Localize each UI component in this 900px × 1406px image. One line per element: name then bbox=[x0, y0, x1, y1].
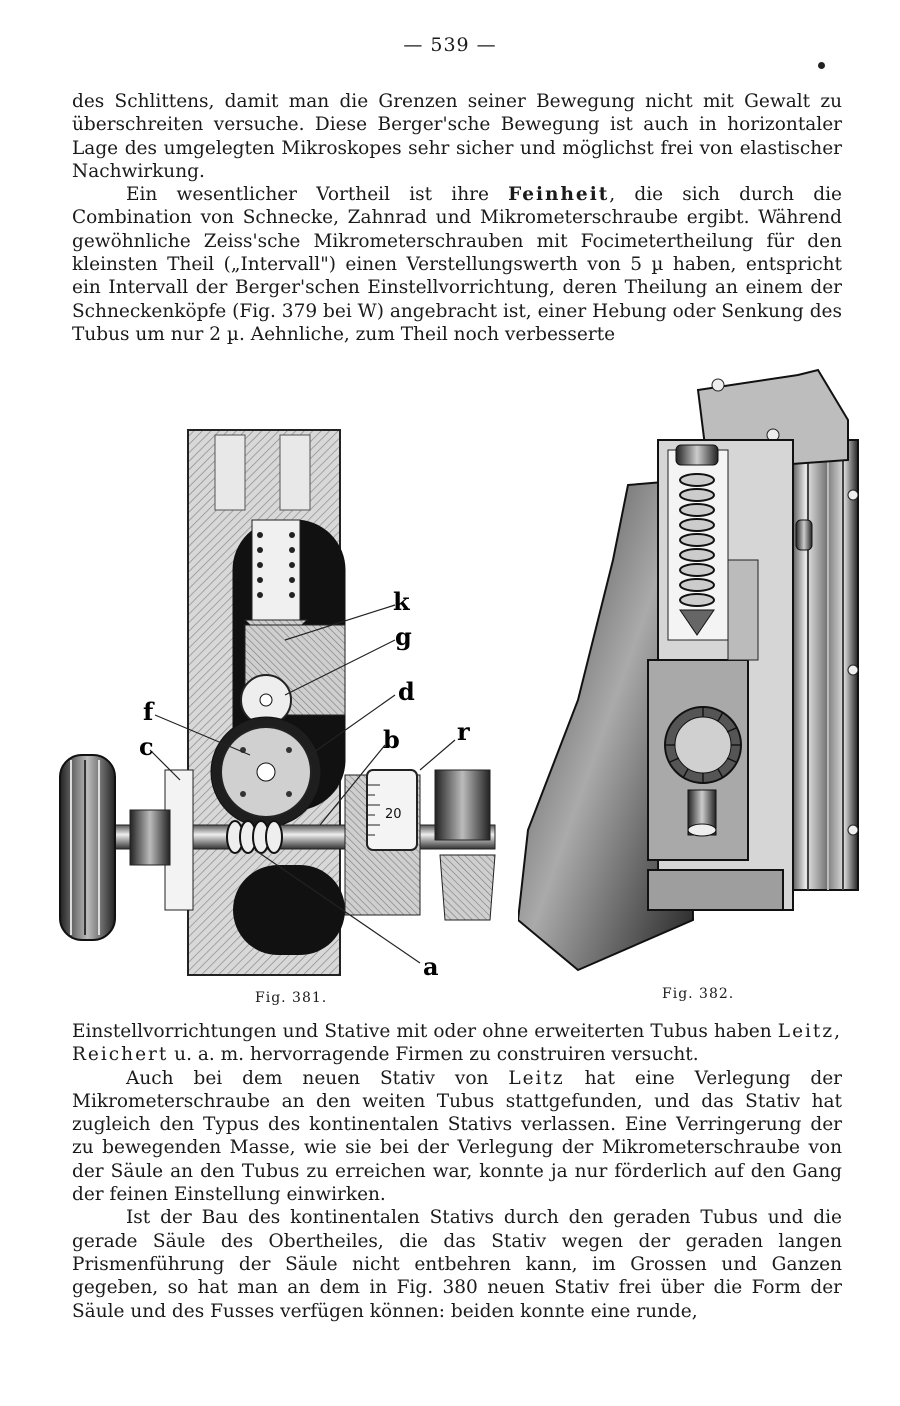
figure-382 bbox=[516, 360, 870, 980]
emphasis-leitz: Leitz bbox=[508, 1067, 565, 1089]
text-run: Auch bei dem neuen Stativ von bbox=[126, 1067, 509, 1089]
ink-dot bbox=[818, 62, 825, 69]
label-a: a bbox=[423, 952, 439, 981]
text-run: Ein wesentlicher Vortheil ist ihre bbox=[126, 184, 509, 206]
bottom-text-block: Einstellvorrichtungen und Stative mit od… bbox=[72, 1020, 842, 1323]
page-number: — 539 — bbox=[403, 34, 497, 56]
paragraph: Ist der Bau des kontinentalen Stativs du… bbox=[72, 1207, 842, 1322]
label-f: f bbox=[143, 697, 155, 726]
paragraph: des Schlittens, damit man die Grenzen se… bbox=[72, 91, 842, 182]
text-run: , die sich durch die Combination von Sch… bbox=[72, 184, 842, 345]
label-r: r bbox=[457, 717, 470, 746]
paragraph: Ein wesentlicher Vortheil ist ihre Feinh… bbox=[72, 183, 842, 346]
label-c: c bbox=[139, 732, 154, 761]
caption-fig-382: Fig. 382. bbox=[662, 986, 735, 1002]
text-run: Einstellvorrichtungen und Stative mit od… bbox=[72, 1021, 778, 1042]
fig-381-illustration: 20 k g d f c b r a bbox=[59, 429, 496, 981]
text-run: hat eine Verlegung der Mikrometerschraub… bbox=[72, 1067, 842, 1206]
scale-value: 20 bbox=[385, 807, 402, 822]
fig-382-illustration bbox=[516, 368, 859, 972]
emphasis-names: Leitz, Reichert bbox=[72, 1021, 842, 1066]
label-g: g bbox=[395, 622, 412, 651]
top-text-block: des Schlittens, damit man die Grenzen se… bbox=[72, 90, 842, 346]
label-b: b bbox=[383, 725, 400, 754]
paragraph: Auch bei dem neuen Stativ von Leitz hat … bbox=[72, 1067, 842, 1207]
paragraph: Einstellvorrichtungen und Stative mit od… bbox=[72, 1020, 842, 1067]
text-run: u. a. m. hervorragende Firmen zu constru… bbox=[168, 1044, 699, 1066]
caption-fig-381: Fig. 381. bbox=[255, 990, 328, 1006]
label-k: k bbox=[393, 587, 411, 616]
emphasis-feinheit: Feinheit bbox=[508, 184, 610, 206]
figure-381: 20 k g d f c b r a bbox=[55, 425, 505, 985]
label-d: d bbox=[398, 677, 415, 706]
